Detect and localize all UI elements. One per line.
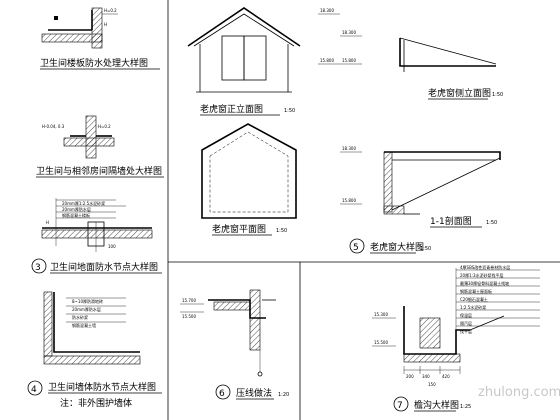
gutter-note-4: 钢筋混凝土屋面板 (460, 288, 492, 294)
watermark: zhulong.com (478, 385, 560, 400)
detail-2-partition: H-0.04, 0.3 H=0.2 卫生间与相邻房间隔墙处大样图 (36, 115, 164, 178)
detail-3-note-1: 20mm厚1:2.5水泥砂浆 (62, 200, 105, 206)
gutter-level-2: 15.500 (374, 340, 388, 345)
detail-6-title: 压线做法 (236, 387, 272, 399)
detail-2-dim-2: H=0.2 (98, 124, 111, 129)
detail-4-note-1: 8~10厚防滑地砖 (72, 298, 103, 304)
detail-5-title: 老虎窗大样图 (370, 241, 424, 253)
detail-3-floor-node: 20mm厚1:2.5水泥砂浆 20mm厚防水层 钢筋混凝土楼板 100 H 3 … (31, 198, 162, 274)
top-level-2: 15.800 (320, 58, 334, 63)
watermark-text: zhulong.com (478, 385, 560, 400)
gutter-note-7: 保温层 (460, 312, 472, 318)
section-level-2: 15.800 (342, 198, 356, 203)
side-level-1: 18.300 (342, 30, 356, 35)
detail-6-number: 6 (219, 389, 225, 399)
detail-6-level-1: 15.700 (182, 298, 196, 303)
detail-7-number: 7 (397, 401, 403, 411)
detail-1-dim-1: H=0.2 (104, 8, 117, 13)
dormer-side-title: 老虎窗侧立面图 (428, 87, 491, 99)
detail-2-title: 卫生间与相邻房间隔墙处大样图 (36, 165, 162, 177)
detail-4-note: 注：非外围护墙体 (60, 397, 132, 409)
gutter-note-2: 20厚1:3水泥砂浆找平层 (460, 272, 504, 278)
detail-3-dim-1: 100 (108, 244, 116, 249)
dormer-front-title: 老虎窗正立面图 (200, 103, 263, 115)
panel-dividers (167, 0, 560, 420)
dormer-front-scale: 1:50 (284, 108, 295, 114)
detail-2-dim-1: H-0.04, 0.3 (42, 124, 65, 129)
detail-1-floor-waterproof: H=0.2 H 卫生间楼板防水处理大样图 (40, 7, 160, 70)
gutter-dim-1: 200 (406, 374, 414, 379)
gutter-note-6: 1:2.5水泥砂浆 (460, 304, 486, 310)
top-level-1: 18.300 (320, 8, 334, 13)
gutter-note-5: C20细石混凝土 (460, 296, 488, 302)
gutter-note-3: 最薄30厚轻骨料混凝土找坡 (460, 280, 509, 286)
detail-3-note-3: 钢筋混凝土楼板 (62, 212, 90, 218)
section-level-1: 18.300 (342, 146, 356, 151)
detail-4-note-4: 钢筋混凝土墙 (72, 322, 96, 328)
detail-4-note-3: 防水砂浆 (72, 314, 88, 320)
detail-7-title: 檐沟大样图 (414, 399, 459, 411)
detail-6-level-2: 15.500 (182, 314, 196, 319)
detail-6-pressing-line: 15.700 15.500 6 压线做法 1:20 (180, 289, 289, 400)
detail-3-number: 3 (35, 263, 41, 273)
dormer-side-scale: 1:50 (492, 92, 503, 98)
detail-4-title: 卫生间墙体防水节点大样图 (48, 381, 156, 393)
section-title: 1-1剖面图 (430, 215, 472, 227)
detail-7-gutter: 4厚SBS改性沥青卷材防水层 20厚1:3水泥砂浆找平层 最薄30厚轻骨料混凝土… (372, 264, 540, 412)
gutter-notes: 4厚SBS改性沥青卷材防水层 20厚1:3水泥砂浆找平层 最薄30厚轻骨料混凝土… (455, 264, 540, 338)
detail-4-note-2: 20mm厚防水层 (72, 306, 101, 312)
gutter-note-9: 找平层 (460, 328, 472, 334)
gutter-note-8: 隔汽层 (460, 320, 472, 326)
dormer-plan-title: 老虎窗平面图 (212, 223, 266, 235)
detail-7-scale: 1:25 (460, 404, 471, 410)
gutter-dim-2: 340 (422, 374, 430, 379)
side-level-2: 15.800 (342, 58, 356, 63)
detail-3-title: 卫生间地面防水节点大样图 (50, 261, 158, 273)
dormer-plan: 老虎窗平面图 1:50 (201, 123, 297, 236)
detail-3-note-2: 20mm厚防水层 (62, 206, 91, 212)
dormer-plan-scale: 1:50 (276, 228, 287, 234)
dormer-section: 18.300 15.800 1-1剖面图 1:50 5 老虎窗大样图 1:50 (340, 146, 501, 254)
dormer-front-elevation: 老虎窗正立面图 1:50 (187, 7, 301, 116)
detail-5-number: 5 (353, 243, 359, 253)
gutter-dim-3: 420 (442, 374, 450, 379)
detail-1-title: 卫生间楼板防水处理大样图 (40, 57, 148, 69)
dormer-side-elevation: 18.300 15.800 老虎窗侧立面图 1:50 (340, 30, 503, 100)
detail-3-dim-2: H (46, 220, 49, 225)
detail-1-dim-2: H (104, 22, 107, 27)
detail-5-scale: 1:50 (420, 246, 431, 252)
detail-4-number: 4 (31, 385, 37, 395)
detail-6-scale: 1:20 (278, 392, 289, 398)
gutter-level-1: 15.300 (374, 312, 388, 317)
gutter-dim-4: 150 (428, 382, 436, 387)
top-level-markers: 18.300 15.800 (318, 8, 340, 65)
detail-4-wall-node: 8~10厚防滑地砖 20mm厚防水层 防水砂浆 钢筋混凝土墙 4 卫生间墙体防水… (27, 291, 162, 409)
section-scale: 1:50 (486, 220, 497, 226)
gutter-note-1: 4厚SBS改性沥青卷材防水层 (460, 264, 510, 270)
